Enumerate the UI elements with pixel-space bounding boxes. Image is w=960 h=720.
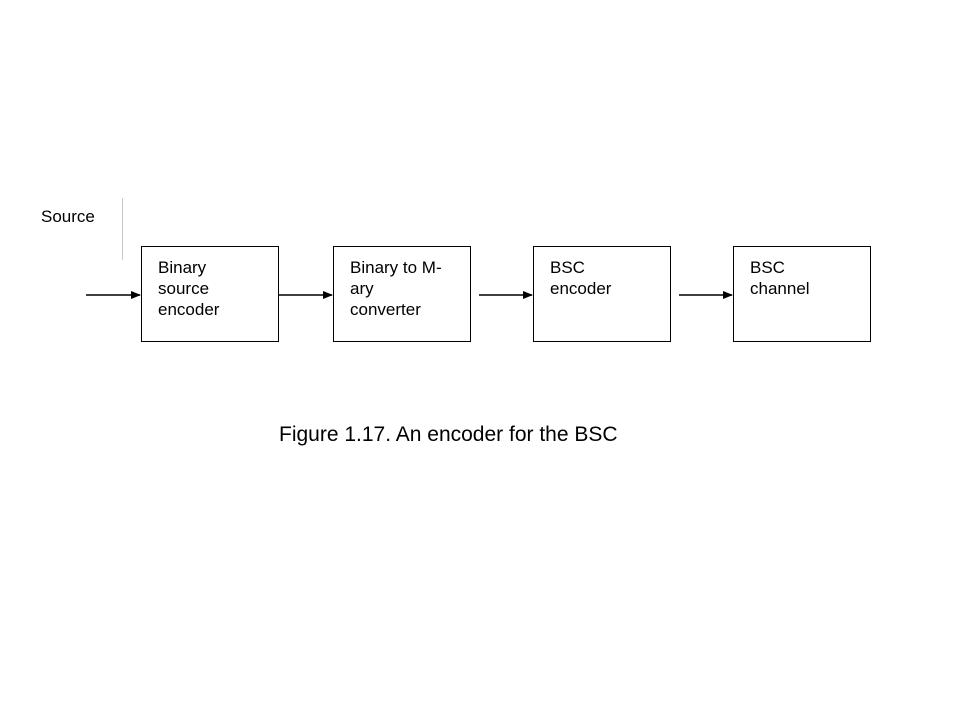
- block-binary-source-encoder: Binary source encoder: [141, 246, 279, 342]
- block-label: BSC encoder: [550, 258, 612, 298]
- block-label: BSC channel: [750, 258, 810, 298]
- block-label: Binary source encoder: [158, 258, 220, 319]
- source-label: Source: [41, 207, 95, 226]
- divider-line: [122, 198, 123, 260]
- figure-caption: Figure 1.17. An encoder for the BSC: [279, 423, 618, 446]
- block-label: Binary to M- ary converter: [350, 258, 442, 319]
- block-binary-to-mary-converter: Binary to M- ary converter: [333, 246, 471, 342]
- block-bsc-encoder: BSC encoder: [533, 246, 671, 342]
- block-bsc-channel: BSC channel: [733, 246, 871, 342]
